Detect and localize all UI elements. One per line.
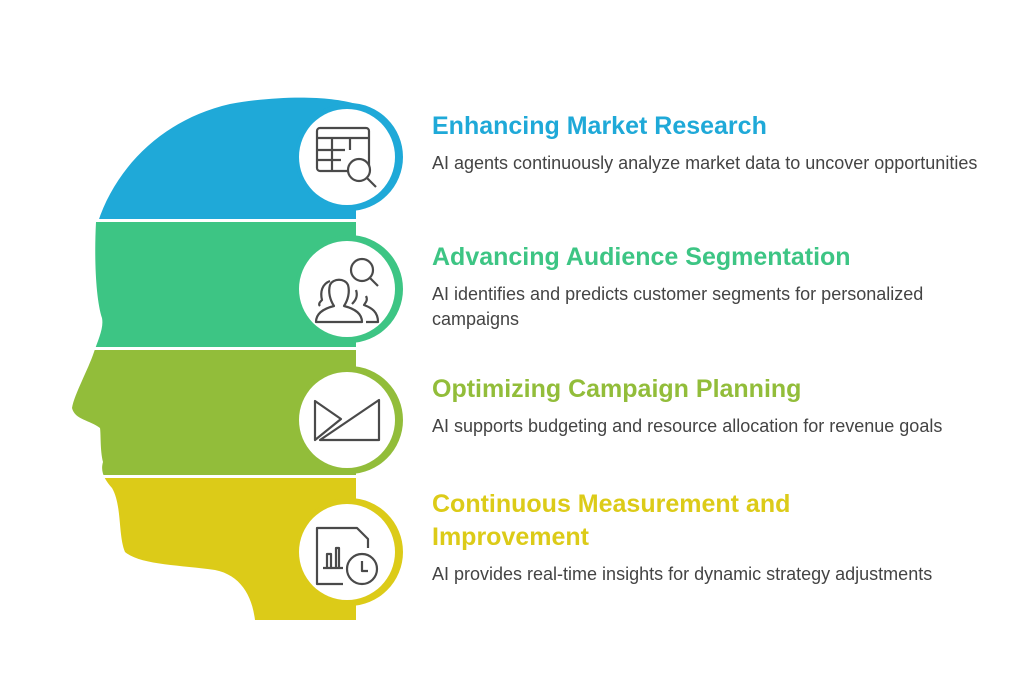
report-clock-icon (315, 526, 379, 586)
item-description: AI provides real-time insights for dynam… (432, 564, 933, 584)
item-audience-segmentation: Advancing Audience Segmentation AI ident… (432, 241, 992, 332)
people-search-icon (314, 257, 380, 324)
planning-triangles-icon (313, 398, 381, 442)
item-measurement: Continuous Measurement and Improvement A… (432, 488, 932, 587)
item-description: AI supports budgeting and resource alloc… (432, 416, 943, 436)
item-description: AI identifies and predicts customer segm… (432, 284, 924, 329)
item-title: Continuous Measurement and Improvement (432, 490, 791, 551)
icon-circle-2 (295, 235, 403, 343)
icon-circle-4 (295, 498, 403, 606)
icon-circle-1 (295, 103, 403, 211)
table-search-icon (315, 126, 377, 188)
item-title: Enhancing Market Research (432, 112, 767, 140)
item-title: Advancing Audience Segmentation (432, 243, 851, 271)
item-description: AI agents continuously analyze market da… (432, 153, 978, 173)
item-campaign-planning: Optimizing Campaign Planning AI supports… (432, 373, 992, 439)
item-title: Optimizing Campaign Planning (432, 375, 802, 403)
icon-circle-3 (295, 366, 403, 474)
item-market-research: Enhancing Market Research AI agents cont… (432, 110, 992, 176)
